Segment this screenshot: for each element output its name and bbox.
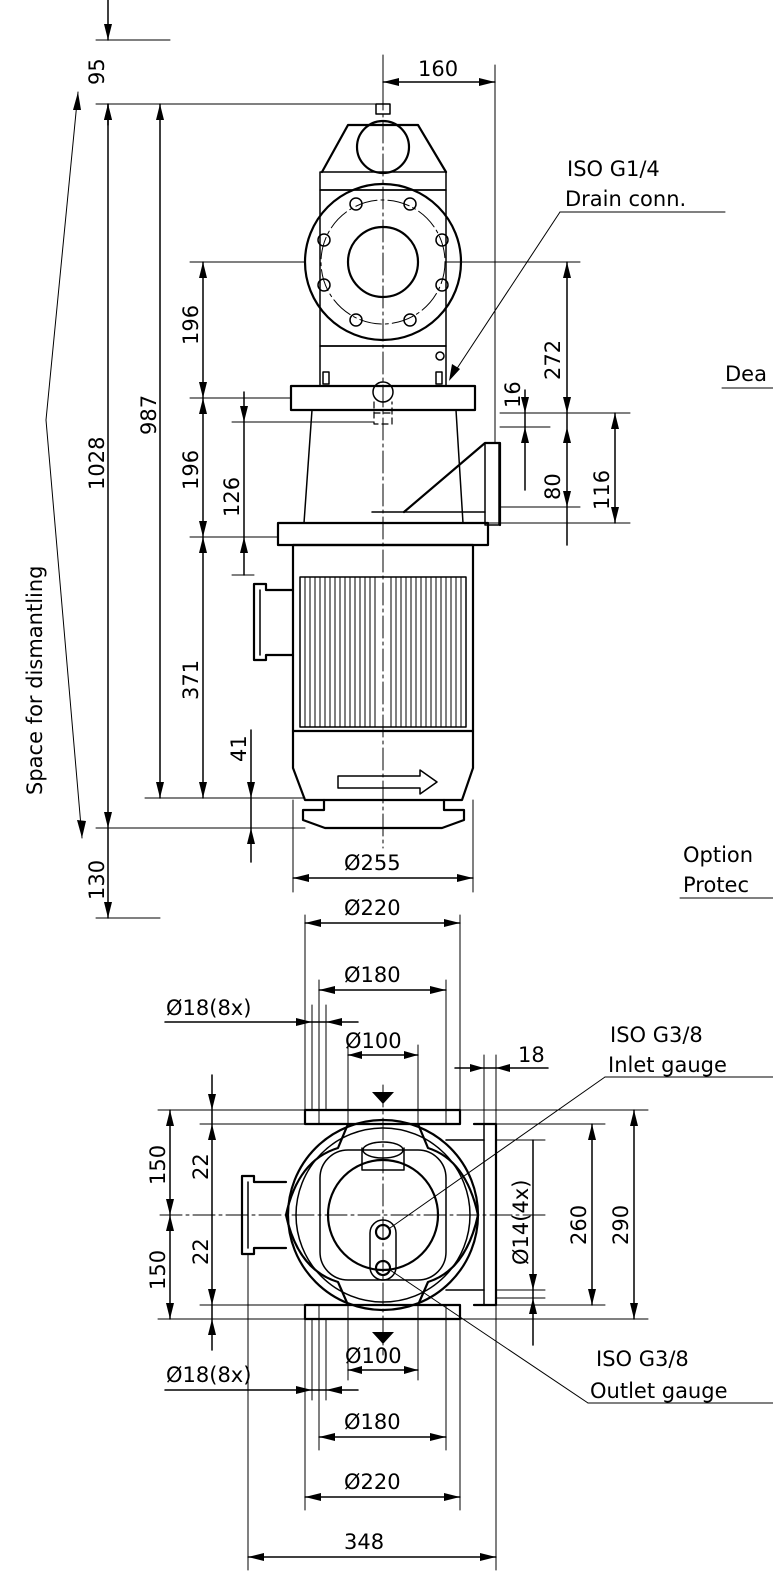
dim-1028: 1028: [85, 437, 109, 490]
dim-22-lower: 22: [189, 1238, 213, 1265]
dim-dia-100-top: Ø100: [345, 1029, 402, 1053]
dim-dia-100-bottom: Ø100: [345, 1344, 402, 1368]
label-dea: Dea: [725, 362, 767, 386]
dim-196-lower: 196: [179, 450, 203, 490]
dim-116: 116: [590, 470, 614, 510]
label-outlet-spec: ISO G3/8: [596, 1347, 689, 1371]
dim-dia-220-top: Ø220: [344, 896, 401, 920]
dim-dia-180-top: Ø180: [344, 963, 401, 987]
dim-16: 16: [501, 381, 525, 408]
label-option: Option: [683, 843, 753, 867]
dim-150-upper: 150: [146, 1145, 170, 1185]
callout-inlet-gauge: ISO G3/8 Inlet gauge: [389, 1023, 773, 1229]
dim-dia-220-bottom: Ø220: [344, 1470, 401, 1494]
label-space-for-dismantling: Space for dismantling: [23, 565, 47, 795]
dim-dia-14-4x: Ø14(4x): [509, 1180, 533, 1265]
label-drain-conn: Drain conn.: [565, 187, 686, 211]
callout-drain-connection: ISO G1/4 Drain conn.: [449, 157, 726, 381]
dim-371: 371: [179, 660, 203, 700]
dimensions-plan-view: Ø220 Ø180 Ø18(8x) Ø100: [146, 896, 649, 1571]
dim-95: 95: [85, 58, 109, 85]
side-elevation-view: 95 1028 130 987 196 196 371: [23, 0, 773, 919]
dim-dia-180-bottom: Ø180: [344, 1410, 401, 1434]
callout-outlet-gauge: ISO G3/8 Outlet gauge: [389, 1269, 773, 1404]
label-inlet-spec: ISO G3/8: [610, 1023, 703, 1047]
label-inlet-gauge: Inlet gauge: [608, 1053, 727, 1077]
dim-130: 130: [85, 860, 109, 900]
motor-stool: [276, 409, 502, 547]
label-drain-spec: ISO G1/4: [567, 157, 660, 181]
dim-160: 160: [418, 57, 458, 81]
dim-dia-18-8x-top: Ø18(8x): [166, 996, 251, 1020]
dim-196-upper: 196: [179, 305, 203, 345]
dimensions-side-view: 95 1028 130 987 196 196 371: [23, 0, 631, 919]
dim-dia-255: Ø255: [344, 851, 401, 875]
plan-pump-body: [240, 1118, 498, 1312]
dim-348: 348: [344, 1530, 384, 1554]
dim-987: 987: [137, 395, 161, 435]
dim-41: 41: [227, 735, 251, 762]
dim-272: 272: [541, 340, 565, 380]
dim-150-lower: 150: [146, 1250, 170, 1290]
dim-126: 126: [220, 477, 244, 517]
dim-260: 260: [567, 1205, 591, 1245]
label-outlet-gauge: Outlet gauge: [590, 1379, 728, 1403]
dim-22-upper: 22: [189, 1153, 213, 1180]
right-edge-labels: Dea Option Protec: [679, 362, 773, 899]
dim-290: 290: [609, 1205, 633, 1245]
plan-flanges: [303, 1092, 462, 1344]
dim-dia-18-8x-bottom: Ø18(8x): [166, 1363, 251, 1387]
outlet-flange-face: [303, 182, 463, 347]
dim-18: 18: [518, 1043, 545, 1067]
label-protec: Protec: [683, 873, 749, 897]
dim-80: 80: [541, 473, 565, 500]
plan-view: Ø220 Ø180 Ø18(8x) Ø100: [146, 896, 773, 1571]
motor-body: [252, 543, 475, 830]
